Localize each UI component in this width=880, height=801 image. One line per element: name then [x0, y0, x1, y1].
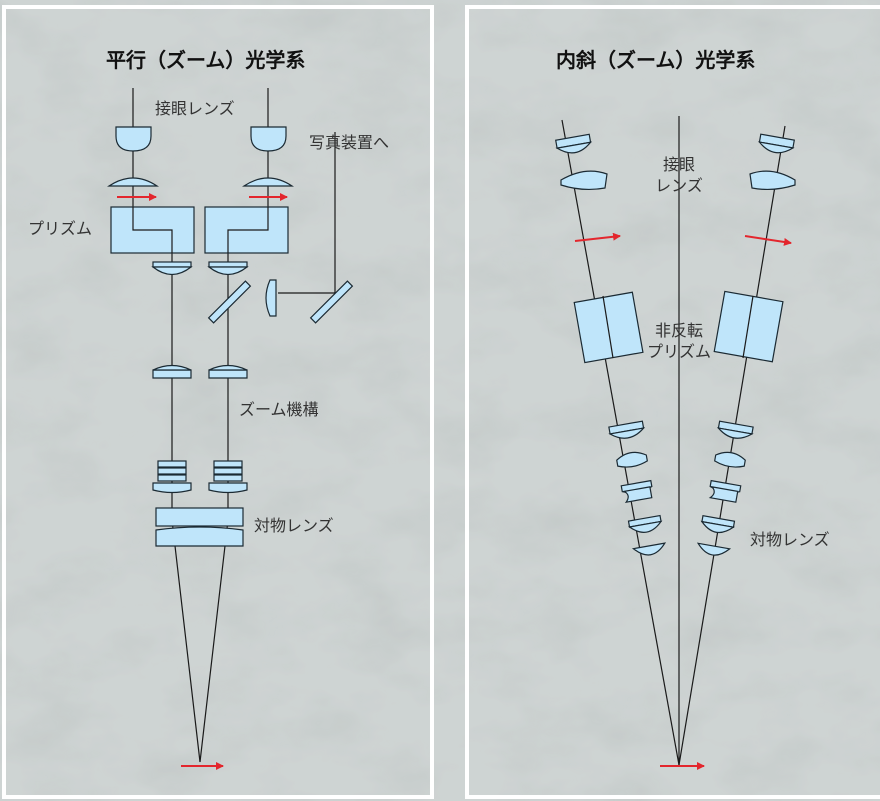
- objective-lens-label: 対物レンズ: [254, 516, 334, 535]
- converging-optical-system: [555, 116, 796, 766]
- eyepiece-label-line1: 接眼: [662, 155, 695, 174]
- parallel-optical-system: [107, 88, 354, 763]
- right-panel-frame: [465, 5, 880, 799]
- camera-branch: [207, 279, 354, 324]
- right-panel-title: 内斜（ズーム）光学系: [556, 48, 756, 72]
- prism-label: プリズム: [28, 219, 93, 238]
- erecting-prism-label-line2: プリズム: [646, 342, 711, 361]
- eyepiece-label: 接眼レンズ: [155, 99, 235, 118]
- eyepiece-label-line2: レンズ: [655, 176, 703, 195]
- zoom-lenses: [152, 364, 248, 379]
- right-image-arrows: [574, 232, 792, 770]
- left-eyepiece-lenses: [107, 126, 294, 187]
- left-relay-lenses: [151, 261, 249, 276]
- left-image-arrows: [117, 193, 288, 770]
- left-panel-title: 平行（ズーム）光学系: [106, 48, 306, 72]
- left-panel-frame: [2, 5, 434, 799]
- right-right-column: [696, 133, 796, 556]
- erecting-prism-label-line1: 非反転: [654, 321, 703, 340]
- right-objective-lens-label: 対物レンズ: [750, 530, 830, 549]
- to-camera-label: 写真装置へ: [309, 133, 390, 152]
- left-objective-stack: [152, 460, 248, 547]
- zoom-mechanism-label: ズーム機構: [239, 400, 319, 419]
